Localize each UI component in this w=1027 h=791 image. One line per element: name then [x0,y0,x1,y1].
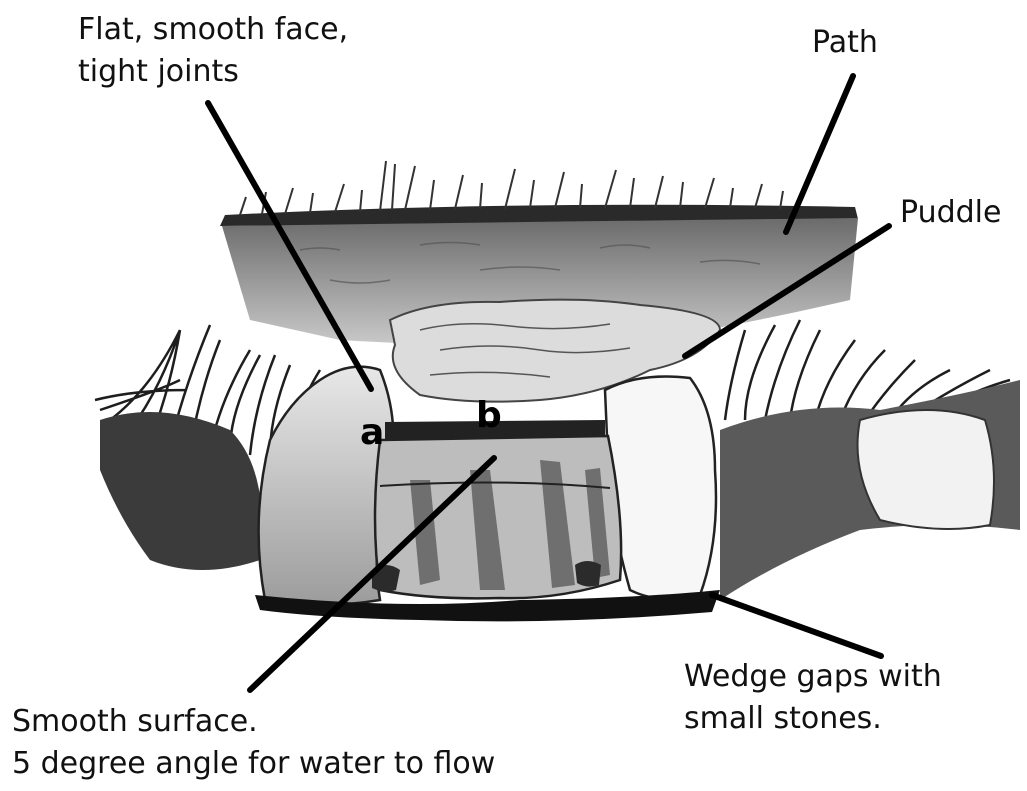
label-wedge-gaps-line2: small stones. [684,701,882,737]
label-smooth-surface-line2: 5 degree angle for water to flow [12,746,495,782]
label-flat-face-line1: Flat, smooth face, [78,12,348,48]
label-smooth-surface-line1: Smooth surface. [12,704,258,740]
far-grass [220,161,858,226]
marker-b: b [476,396,502,436]
label-path: Path [812,25,878,61]
callout-line-bottom-right [712,595,881,656]
marker-a: a [360,413,384,453]
right-rock [858,410,995,529]
label-flat-face-line2: tight joints [78,54,239,90]
left-bank [100,412,262,570]
label-puddle: Puddle [900,195,1001,231]
label-wedge-gaps-line1: Wedge gaps with [684,659,942,695]
